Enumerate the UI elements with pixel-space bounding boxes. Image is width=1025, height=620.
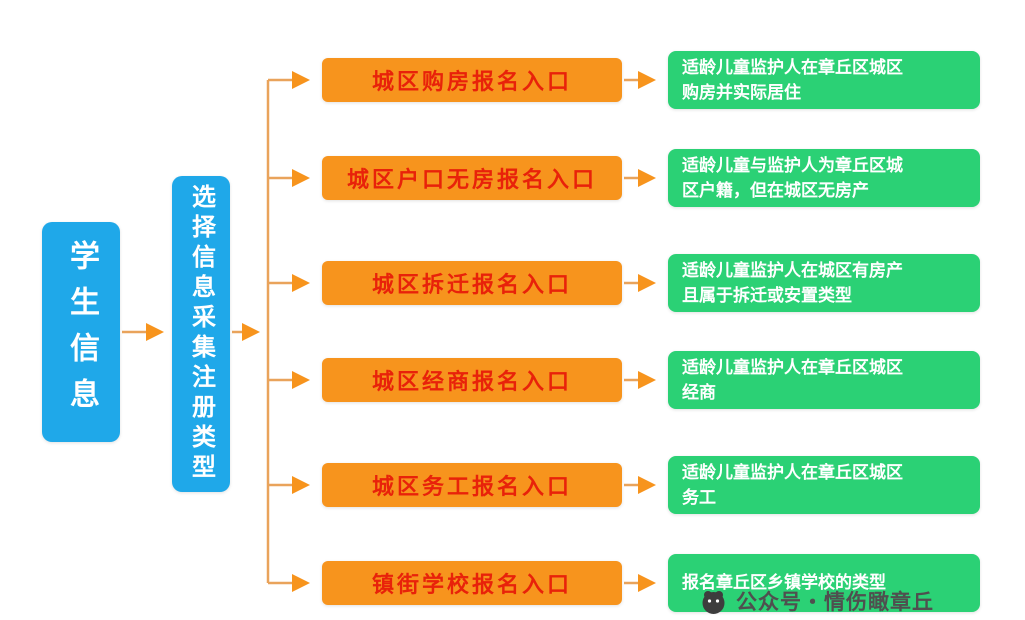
entry-node-urban-house-purchase: 城区购房报名入口: [322, 58, 622, 102]
watermark: 公众号・情伤瞰章丘: [700, 586, 934, 616]
desc-node-urban-worker: 适龄儿童监护人在章丘区城区 务工: [668, 456, 980, 514]
entry-node-town-school: 镇街学校报名入口: [322, 561, 622, 605]
arrowhead-icon: [292, 274, 310, 292]
desc-node-urban-hukou-no-house: 适龄儿童与监护人为章丘区城 区户籍，但在城区无房产: [668, 149, 980, 207]
desc-node-urban-demolition: 适龄儿童监护人在城区有房产 且属于拆迁或安置类型: [668, 254, 980, 312]
student-info-node: 学生信息: [42, 222, 120, 442]
arrowhead-icon: [292, 371, 310, 389]
arrowhead-icon: [292, 574, 310, 592]
watermark-text: 公众号・情伤瞰章丘: [736, 591, 934, 614]
arrowhead-icon: [638, 371, 656, 389]
watermark-logo-icon: [702, 590, 725, 614]
arrowhead-icon: [292, 476, 310, 494]
arrowhead-icon: [638, 169, 656, 187]
arrowhead-icon: [242, 323, 260, 341]
arrowhead-icon: [638, 71, 656, 89]
desc-node-town-school: 报名章丘区乡镇学校的类型: [668, 554, 980, 612]
arrowhead-icon: [292, 169, 310, 187]
entry-node-urban-business: 城区经商报名入口: [322, 358, 622, 402]
arrowhead-icon: [638, 274, 656, 292]
desc-node-urban-house-purchase: 适龄儿童监护人在章丘区城区 购房并实际居住: [668, 51, 980, 109]
entry-node-urban-hukou-no-house: 城区户口无房报名入口: [322, 156, 622, 200]
entry-node-urban-demolition: 城区拆迁报名入口: [322, 261, 622, 305]
arrowhead-icon: [638, 476, 656, 494]
arrowhead-icon: [638, 574, 656, 592]
entry-node-urban-worker: 城区务工报名入口: [322, 463, 622, 507]
arrowhead-icon: [292, 71, 310, 89]
select-registration-type-node: 选择信息采集注册类型: [172, 176, 230, 492]
arrowhead-icon: [146, 323, 164, 341]
desc-node-urban-business: 适龄儿童监护人在章丘区城区 经商: [668, 351, 980, 409]
